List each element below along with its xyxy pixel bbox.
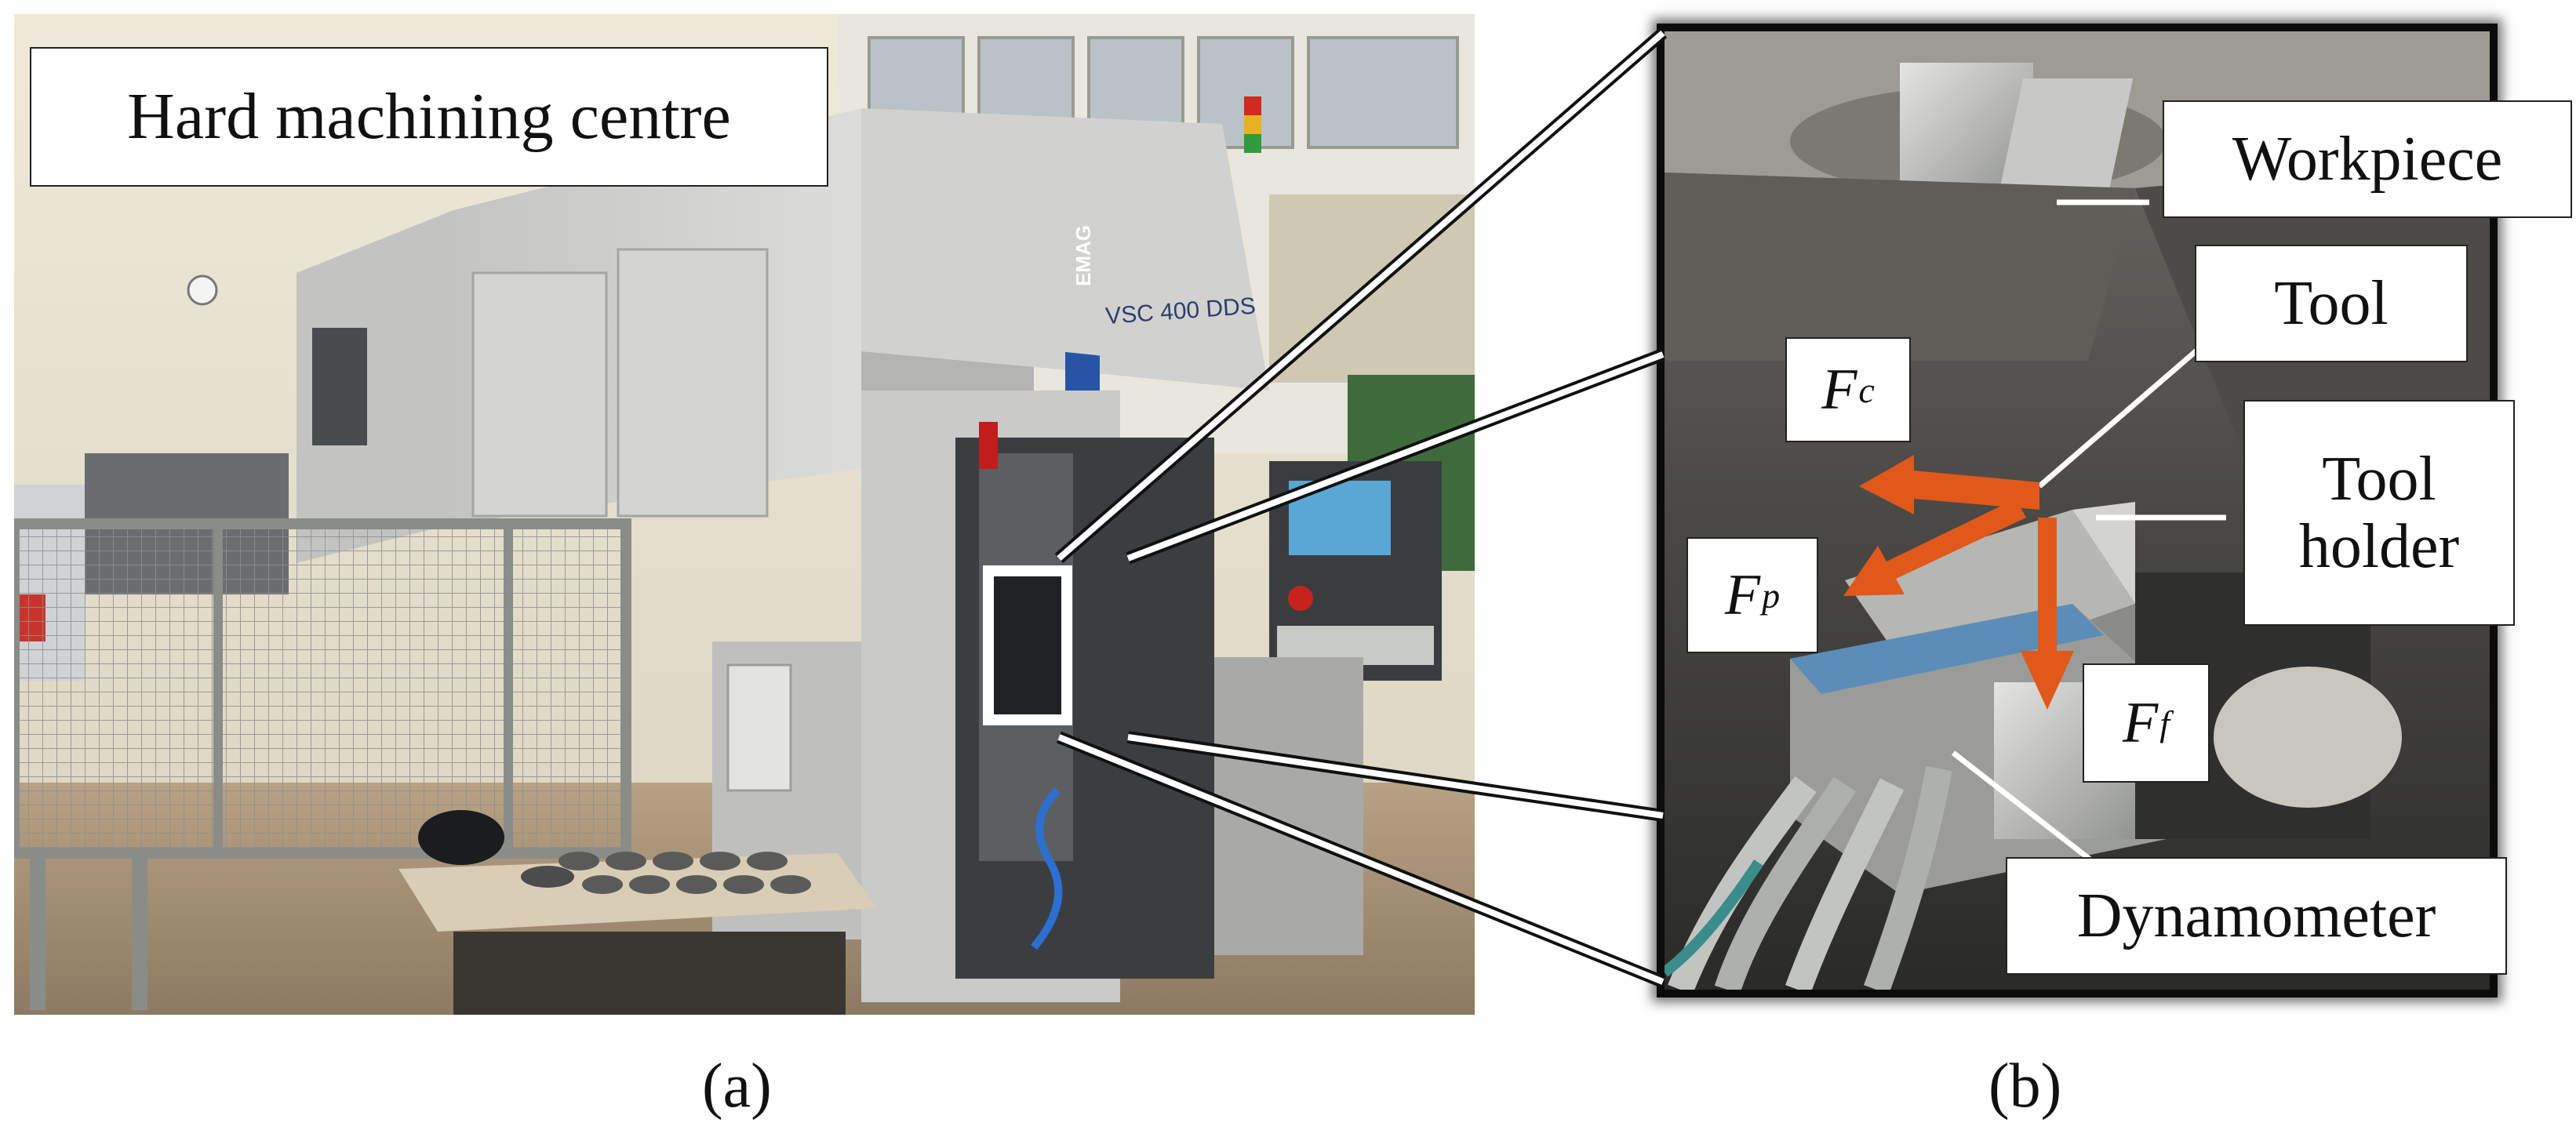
dynamometer-label: Dynamometer xyxy=(2006,857,2507,975)
fp-symbol: F xyxy=(1724,562,1761,627)
ff-subscript: f xyxy=(2159,703,2170,743)
callout-lines xyxy=(1951,199,2226,871)
tool-label: Tool xyxy=(2195,245,2468,362)
fp-subscript: p xyxy=(1762,575,1781,616)
machine-label: Hard machining centre xyxy=(30,47,828,187)
zoom-lines xyxy=(1054,27,1668,988)
force-arrows xyxy=(1843,455,2074,710)
ff-symbol: F xyxy=(2123,690,2159,755)
caption-a: (a) xyxy=(702,1052,772,1121)
fc-symbol: F xyxy=(1821,357,1857,422)
caption-b: (b) xyxy=(1988,1052,2062,1121)
workpiece-label: Workpiece xyxy=(2163,100,2572,218)
ff-arrow xyxy=(2021,518,2074,710)
brand-logo: EMAG xyxy=(1072,225,1095,286)
fc-subscript: c xyxy=(1858,369,1875,410)
fc-arrow xyxy=(1859,455,2039,514)
fp-arrow xyxy=(1843,499,2026,596)
tool-holder-label: Tool holder xyxy=(2243,400,2515,626)
